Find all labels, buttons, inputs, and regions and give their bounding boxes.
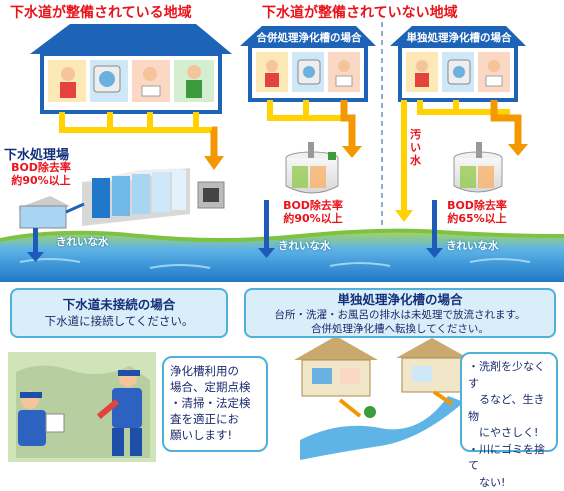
river-care-line: ・川にゴミを捨て <box>468 442 550 475</box>
combined-pipes <box>270 100 362 158</box>
combined-bod-value: 約90%以上 <box>272 212 354 225</box>
notice-single-title: 単独処理浄化槽の場合 <box>246 292 554 308</box>
inspection-message: 浄化槽利用の 場合、定期点検 ・清掃・法定検 査を適正にお 願いします! <box>162 356 268 452</box>
clean-water-label-1: きれいな水 <box>56 234 109 249</box>
notice-unconnected-body: 下水道に接続してください。 <box>12 313 226 329</box>
river-care-line: るなど、生き物 <box>468 392 550 425</box>
clean-water-label-2: きれいな水 <box>278 238 331 253</box>
single-tank <box>454 142 502 192</box>
notice-single-line1: 台所・洗濯・お風呂の排水は未処理で放流されます。 <box>246 308 554 322</box>
house-large <box>30 24 232 112</box>
inspection-illustration <box>8 352 156 462</box>
clean-water-label-3: きれいな水 <box>446 238 499 253</box>
roof-label-combined: 合併処理浄化槽の場合 <box>256 30 362 45</box>
river-care-line: ・洗剤を少なくす <box>468 359 550 392</box>
combined-bod: BOD除去率 約90%以上 <box>272 199 354 225</box>
plant-bod-value: 約90%以上 <box>6 174 76 187</box>
combined-bod-label: BOD除去率 <box>272 199 354 212</box>
inspection-line: ・清掃・法定検 <box>170 395 260 411</box>
single-bod-label: BOD除去率 <box>436 199 518 212</box>
sewer-pipes <box>62 112 224 170</box>
roof-label-single: 単独処理浄化槽の場合 <box>406 30 512 45</box>
river-care-message: ・洗剤を少なくす るなど、生き物 にやさしく! ・川にゴミを捨て ない! <box>460 352 558 452</box>
plant-bod-label: BOD除去率 <box>6 161 76 174</box>
dirty-water-label: 汚い水 <box>410 128 422 167</box>
inspection-line: 浄化槽利用の <box>170 363 260 379</box>
inspection-line: 場合、定期点検 <box>170 379 260 395</box>
heading-sewered: 下水道が整備されている地域 <box>10 2 192 22</box>
river-houses-illustration <box>294 336 468 460</box>
inspection-line: 願いします! <box>170 427 260 443</box>
heading-unsewered: 下水道が整備されていない地域 <box>262 2 458 22</box>
notice-unconnected-title: 下水道未接続の場合 <box>12 296 226 313</box>
single-bod: BOD除去率 約65%以上 <box>436 199 518 225</box>
notice-single: 単独処理浄化槽の場合 台所・洗濯・お風呂の排水は未処理で放流されます。 合併処理… <box>244 288 556 338</box>
river-care-line: にやさしく! <box>468 425 550 442</box>
single-bod-value: 約65%以上 <box>436 212 518 225</box>
notice-single-line2: 合併処理浄化槽へ転換してください。 <box>246 322 554 336</box>
river-care-line: ない! <box>468 475 550 491</box>
combined-tank <box>286 142 338 193</box>
notice-unconnected: 下水道未接続の場合 下水道に接続してください。 <box>10 288 228 338</box>
plant-bod: BOD除去率 約90%以上 <box>6 161 76 187</box>
inspection-line: 査を適正にお <box>170 411 260 427</box>
